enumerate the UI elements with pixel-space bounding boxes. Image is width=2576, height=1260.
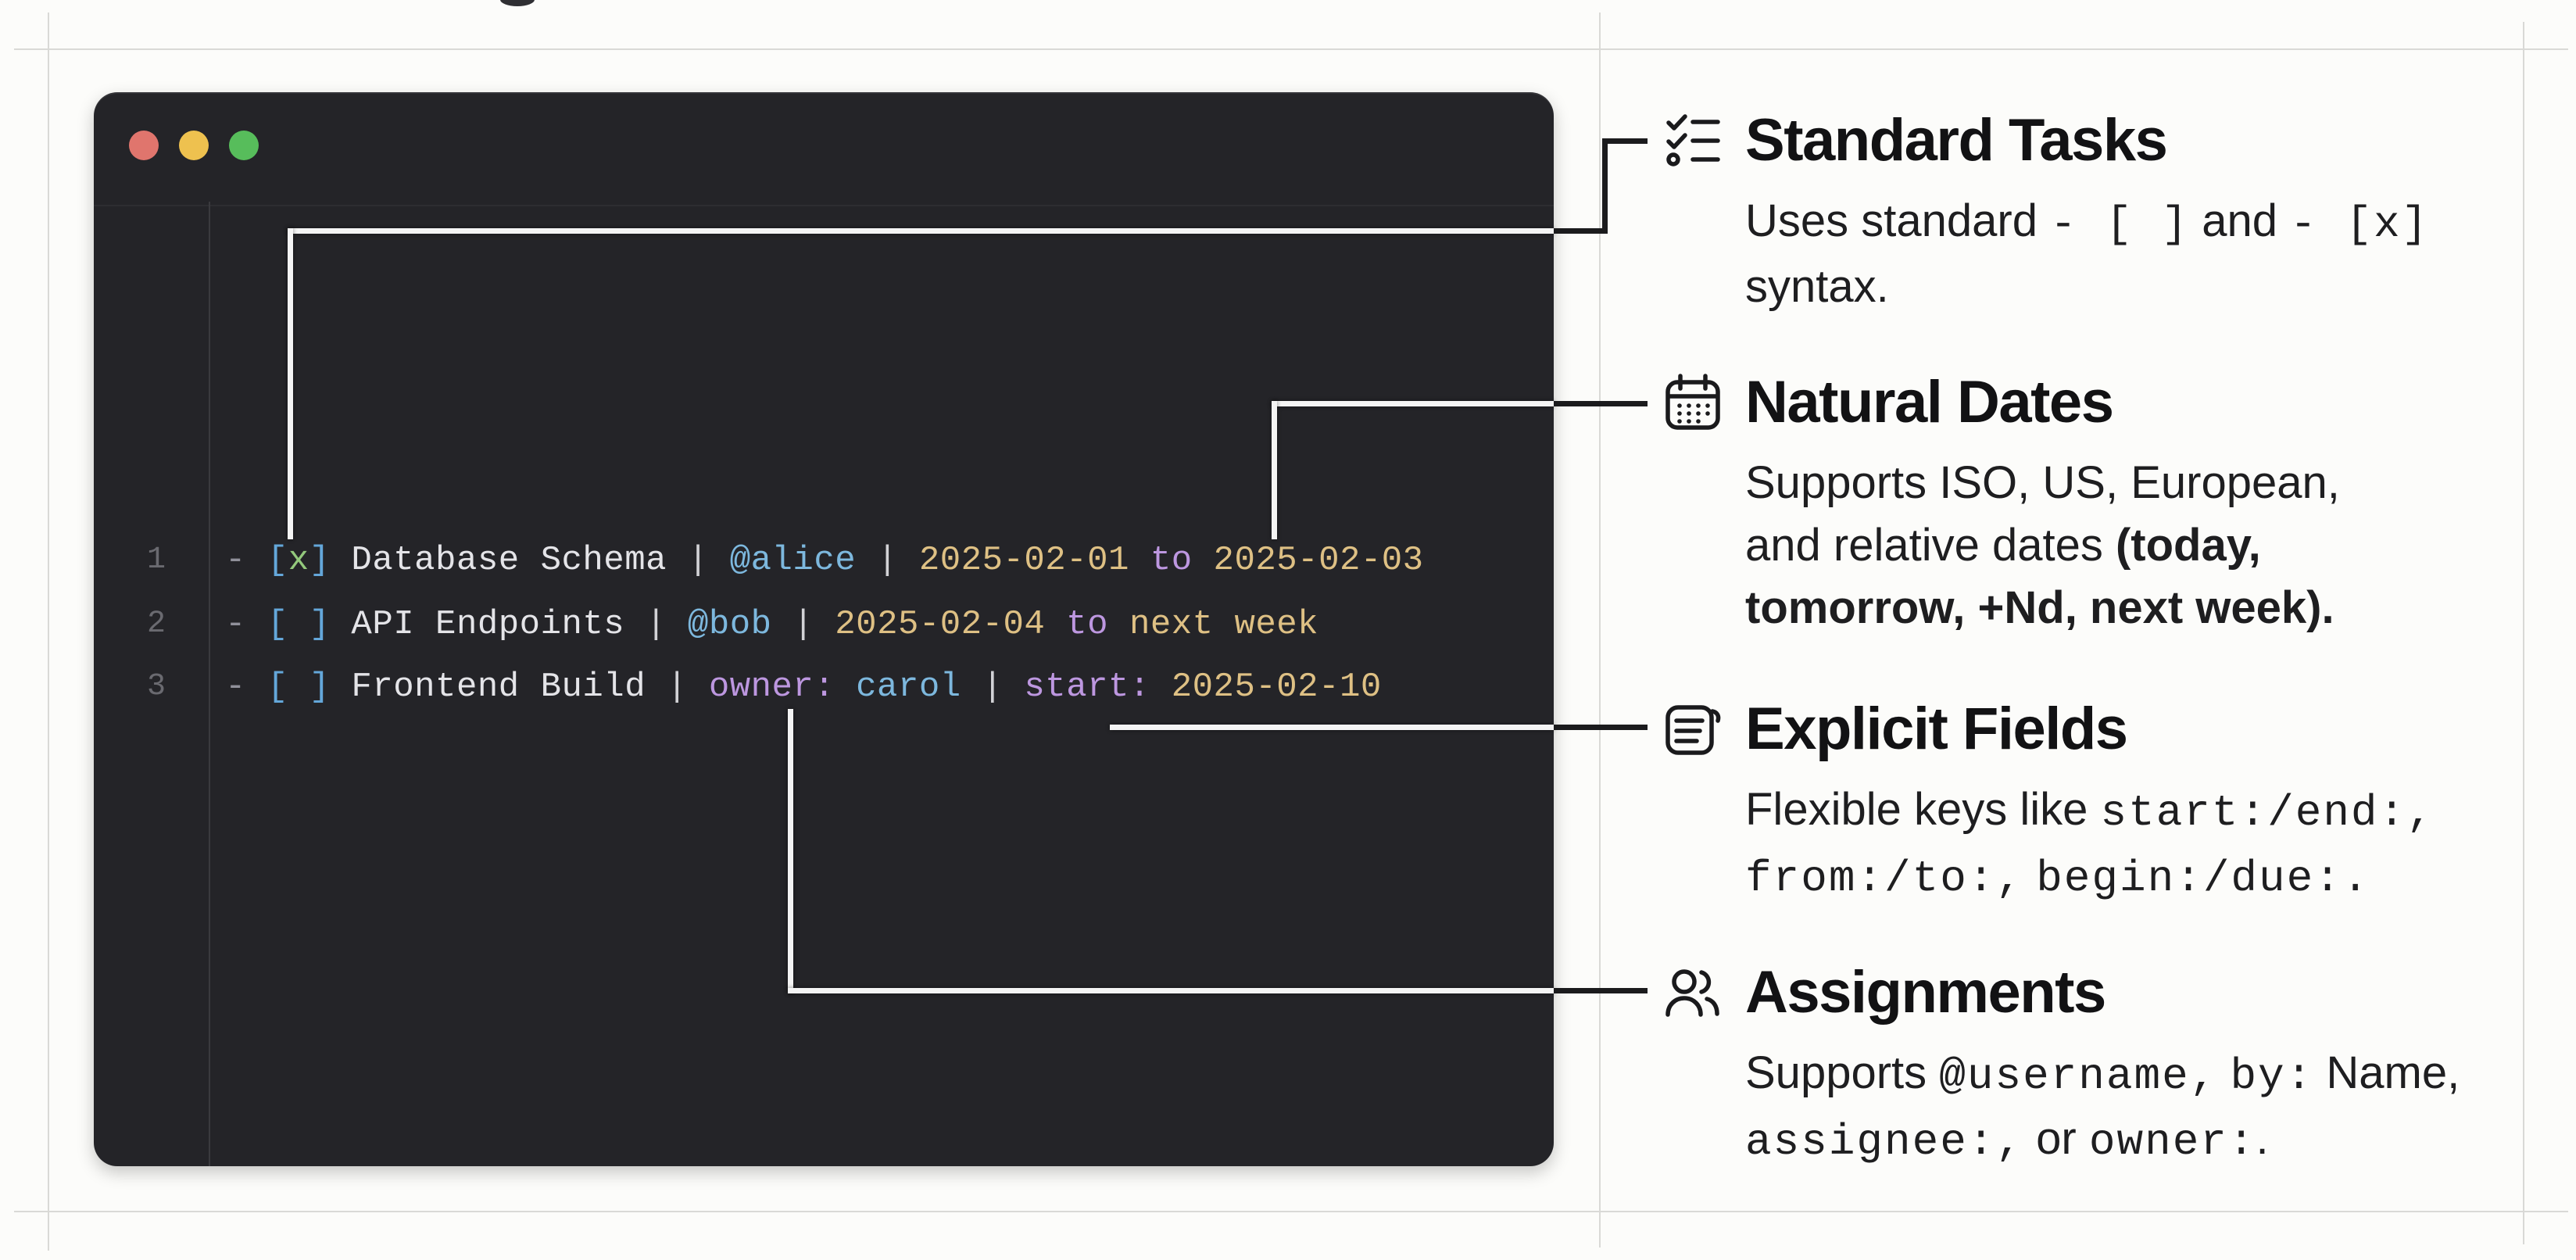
frame-line-bottom bbox=[14, 1211, 2568, 1212]
code-editor-window: 1 - [x] Database Schema | @alice | 2025-… bbox=[94, 92, 1554, 1166]
callout-line-natural-dates bbox=[1272, 401, 1554, 406]
code-line-3: 3 - [ ] Frontend Build | owner: carol | … bbox=[117, 665, 1382, 709]
annotation-description: Flexible keys like start:/end:,from:/to:… bbox=[1745, 784, 2435, 904]
calendar-icon bbox=[1663, 373, 1723, 432]
code-line-1: 1 - [x] Database Schema | @alice | 2025-… bbox=[117, 539, 1424, 582]
checklist-icon bbox=[1663, 111, 1723, 170]
code-text: - [ ] API Endpoints | @bob | 2025-02-04 … bbox=[225, 605, 1319, 644]
gutter-divider bbox=[209, 202, 210, 1166]
callout-line-explicit-fields bbox=[1554, 725, 1648, 730]
callout-line-natural-dates bbox=[1272, 401, 1277, 539]
close-button[interactable] bbox=[129, 131, 159, 160]
line-number: 2 bbox=[146, 607, 166, 642]
callout-line-assignments bbox=[788, 988, 1554, 993]
code-line-2: 2 - [ ] API Endpoints | @bob | 2025-02-0… bbox=[117, 603, 1318, 646]
cropped-heading-remnant bbox=[500, 0, 535, 6]
callout-line-explicit-fields bbox=[1110, 725, 1554, 730]
frame-line-right bbox=[2523, 22, 2524, 1244]
callout-line-standard-tasks bbox=[288, 228, 1554, 234]
code-text: - [ ] Frontend Build | owner: carol | st… bbox=[225, 668, 1382, 707]
window-controls bbox=[129, 131, 259, 160]
frame-line-top bbox=[14, 48, 2568, 50]
callout-line-standard-tasks bbox=[1602, 138, 1608, 234]
annotation-title: Natural Dates bbox=[1745, 369, 2114, 435]
callout-line-natural-dates bbox=[1554, 401, 1648, 406]
annotation-title: Standard Tasks bbox=[1745, 107, 2168, 174]
people-icon bbox=[1663, 963, 1723, 1022]
zoom-button[interactable] bbox=[229, 131, 259, 160]
annotation-title: Assignments bbox=[1745, 959, 2106, 1026]
code-text: - [x] Database Schema | @alice | 2025-02… bbox=[225, 541, 1424, 580]
line-number: 1 bbox=[146, 542, 166, 578]
annotation-description: Uses standard - [ ] and - [x]syntax. bbox=[1745, 195, 2430, 312]
callout-line-assignments bbox=[788, 709, 793, 993]
titlebar-separator bbox=[94, 205, 1554, 206]
frame-line-left bbox=[48, 13, 49, 1251]
callout-line-assignments bbox=[1554, 988, 1648, 993]
callout-line-standard-tasks bbox=[1602, 138, 1648, 144]
callout-line-standard-tasks bbox=[1554, 228, 1608, 234]
line-number: 3 bbox=[146, 669, 166, 704]
frame-line-divider bbox=[1599, 13, 1601, 1247]
note-icon bbox=[1663, 700, 1723, 759]
annotation-title: Explicit Fields bbox=[1745, 696, 2128, 762]
annotation-description: Supports ISO, US, European,and relative … bbox=[1745, 457, 2340, 633]
callout-line-standard-tasks bbox=[288, 228, 293, 539]
minimize-button[interactable] bbox=[179, 131, 209, 160]
annotation-description: Supports @username, by: Name,assignee:, … bbox=[1745, 1047, 2460, 1167]
